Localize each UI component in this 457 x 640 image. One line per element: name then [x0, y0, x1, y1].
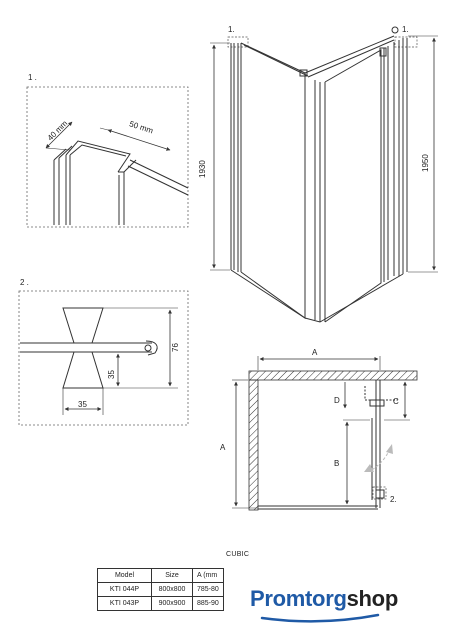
label-a-top: A — [312, 348, 318, 357]
table-cell-model: KTI 044P — [97, 582, 152, 597]
main-view: 1. 1. — [198, 25, 438, 323]
detail-1-marker: 1 . — [28, 73, 37, 82]
table-cell-a: 885-90 — [192, 596, 224, 611]
dim-width-label: 50 mm — [128, 119, 154, 135]
brand-swoosh-icon — [260, 613, 380, 623]
table-cell-model: KTI 043P — [97, 596, 152, 611]
table-header-size: Size — [151, 568, 193, 583]
wall-left — [248, 379, 259, 511]
brand-part-1: Promtorg — [250, 586, 347, 611]
dim-mid-label: 35 — [107, 370, 116, 379]
brand-part-2: shop — [346, 586, 399, 611]
shower-enclosure — [230, 26, 408, 323]
table-cell-a: 785-80 — [192, 582, 224, 597]
callout-left: 1. — [228, 25, 235, 34]
height-right-label: 1950 — [421, 154, 430, 172]
callout-2: 2. — [390, 495, 397, 504]
label-a-side: A — [220, 443, 226, 452]
detail-1-frame — [26, 86, 189, 228]
detail-1-profile — [53, 140, 189, 225]
table-cell-size: 900x900 — [151, 596, 193, 611]
series-label: CUBIC — [226, 551, 250, 558]
table-cell-size: 800x800 — [151, 582, 193, 597]
table-row: KTI 043P 900x900 885-90 — [97, 596, 224, 611]
detail-2-bracket — [20, 307, 158, 389]
label-b: B — [334, 459, 339, 468]
detail-2: 2 . 76 35 35 — [18, 278, 189, 426]
dim-height-label: 76 — [171, 343, 180, 352]
brand-logo: Promtorgshop — [250, 586, 398, 612]
wall-top — [248, 370, 418, 381]
spec-table: Model Size A (mm KTI 044P 800x800 785-80… — [97, 568, 224, 611]
detail-2-frame — [18, 290, 189, 426]
dim-depth-label: 40 mm — [46, 119, 70, 143]
table-header-row: Model Size A (mm — [97, 568, 224, 583]
plan-view: A A B D C — [220, 348, 418, 511]
plan-enclosure — [258, 380, 398, 510]
label-c: C — [393, 397, 399, 406]
dim-base-label: 35 — [78, 400, 87, 409]
detail-1: 1 . 40 mm 50 mm — [26, 73, 189, 228]
table-row: KTI 044P 800x800 785-80 — [97, 582, 224, 597]
label-d: D — [334, 396, 340, 405]
table-header-a: A (mm — [192, 568, 224, 583]
table-header-model: Model — [97, 568, 152, 583]
height-left-label: 1930 — [198, 160, 207, 178]
detail-2-marker: 2 . — [20, 278, 29, 287]
callout-right-box — [394, 36, 418, 48]
callout-right: 1. — [402, 25, 409, 34]
